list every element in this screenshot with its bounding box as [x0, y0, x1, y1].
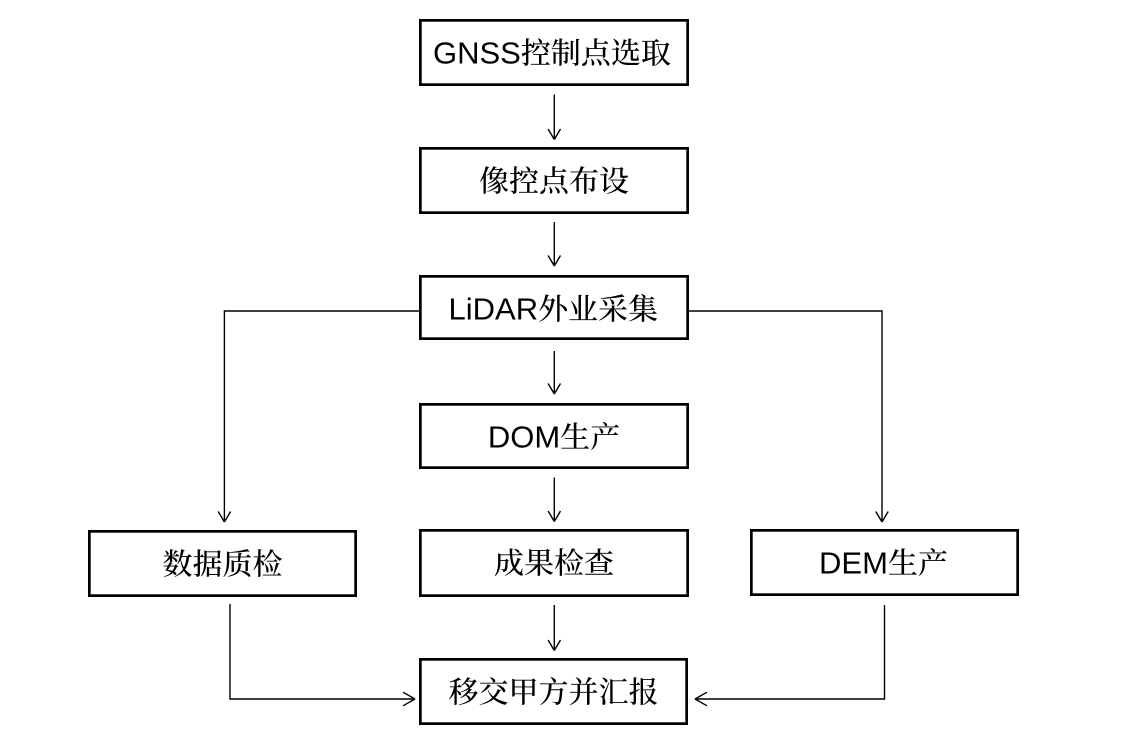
svg-text:DOM: DOM — [488, 420, 560, 455]
svg-text:DEM: DEM — [819, 546, 888, 581]
svg-text:GNSS: GNSS — [433, 36, 521, 71]
svg-text:LiDAR: LiDAR — [449, 292, 539, 327]
